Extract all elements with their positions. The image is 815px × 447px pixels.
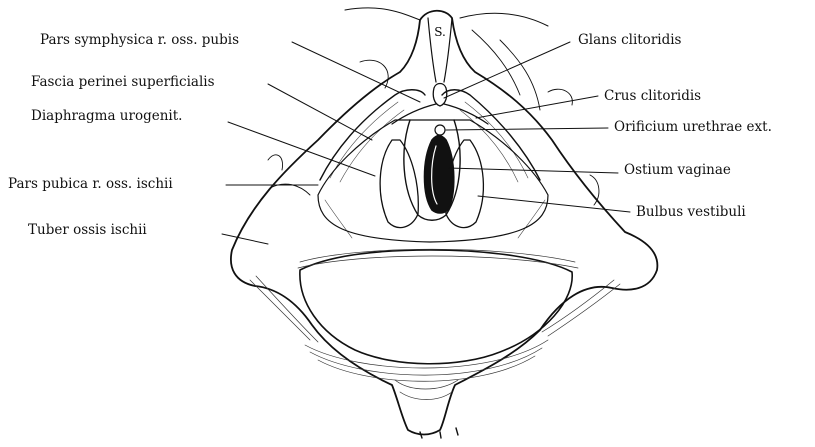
label-bulbus-vestibuli: Bulbus vestibuli bbox=[636, 206, 746, 220]
bulbus-left bbox=[380, 140, 418, 228]
pelvic-ring-outline bbox=[231, 11, 657, 435]
glans-clitoridis bbox=[433, 84, 447, 107]
label-pars-pubica: Pars pubica r. oss. ischii bbox=[8, 178, 173, 192]
label-fascia-perinei: Fascia perinei superficialis bbox=[31, 76, 215, 90]
label-orificium-urethrae: Orificium urethrae ext. bbox=[614, 121, 772, 135]
label-diaphragma-urogenit: Diaphragma urogenit. bbox=[31, 110, 182, 124]
orificium-urethrae bbox=[435, 125, 445, 135]
leader-lines bbox=[222, 42, 630, 244]
label-crus-clitoridis: Crus clitoridis bbox=[604, 90, 701, 104]
label-ostium-vaginae: Ostium vaginae bbox=[624, 164, 731, 178]
ostium-vaginae bbox=[425, 136, 454, 214]
label-tuber-ossis-ischii: Tuber ossis ischii bbox=[28, 224, 147, 238]
fascia-right bbox=[442, 90, 540, 180]
inset-mark: S. bbox=[434, 25, 446, 39]
pelvic-outlet bbox=[300, 250, 572, 364]
label-glans-clitoridis: Glans clitoridis bbox=[578, 34, 681, 48]
crus-right bbox=[444, 104, 488, 124]
label-pars-symphysica: Pars symphysica r. oss. pubis bbox=[40, 34, 239, 48]
